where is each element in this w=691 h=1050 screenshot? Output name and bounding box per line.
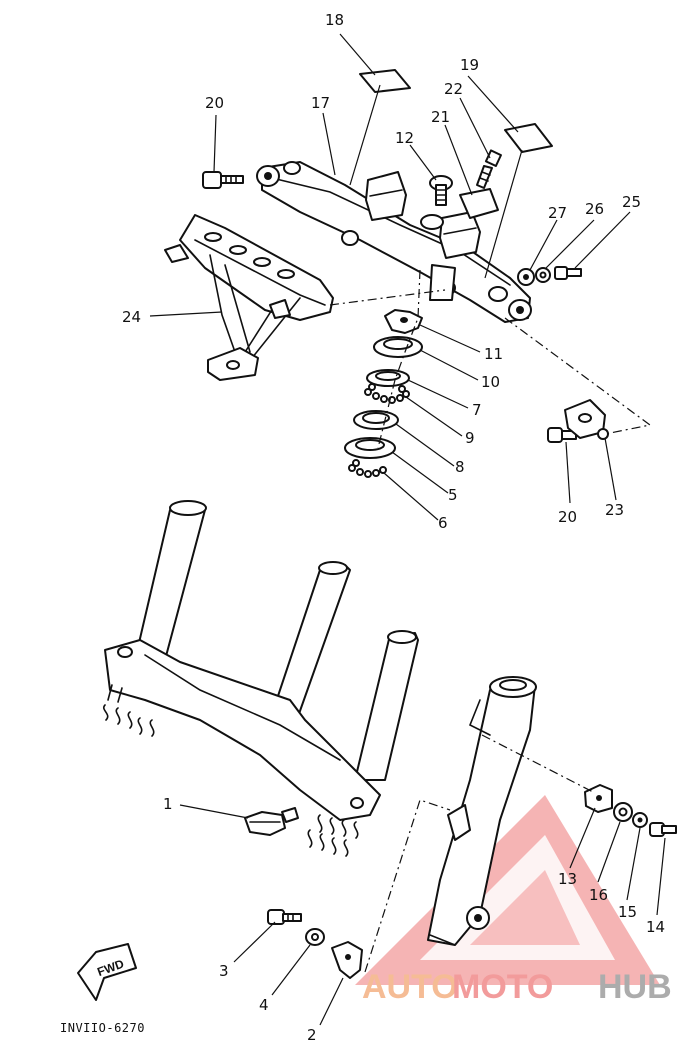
callout-11: 11 xyxy=(484,345,503,363)
washer-15 xyxy=(632,812,648,828)
callout-20-right: 20 xyxy=(558,508,577,526)
callout-6: 6 xyxy=(438,514,448,532)
callout-10: 10 xyxy=(481,373,500,391)
assembly-line-upper xyxy=(329,289,446,306)
callout-5: 5 xyxy=(448,486,458,504)
callout-25: 25 xyxy=(622,193,641,211)
callout-4: 4 xyxy=(259,996,269,1014)
handlebar-holder xyxy=(365,171,499,259)
callout-21: 21 xyxy=(431,108,450,126)
washer-26 xyxy=(535,267,551,283)
assembly-line-stem xyxy=(377,269,421,449)
fwd-arrow: FWD xyxy=(77,943,137,1001)
callout-16: 16 xyxy=(589,886,608,904)
callout-26: 26 xyxy=(585,200,604,218)
lower-frame xyxy=(103,500,419,857)
stay-23 xyxy=(564,399,609,440)
callout-7: 7 xyxy=(472,401,482,419)
ball-bearing-9 xyxy=(364,383,410,404)
clamp-1 xyxy=(244,807,299,836)
bolt-25 xyxy=(554,266,582,280)
clamp-2 xyxy=(331,941,363,979)
callout-19: 19 xyxy=(460,56,479,74)
assembly-line-fork xyxy=(481,734,596,794)
callout-22: 22 xyxy=(444,80,463,98)
assembly-line-stay xyxy=(504,317,652,435)
leader-lines xyxy=(149,33,666,1026)
callout-3: 3 xyxy=(219,962,229,980)
callout-13: 13 xyxy=(558,870,577,888)
meter-bracket-24 xyxy=(164,214,334,381)
callout-27: 27 xyxy=(548,204,567,222)
callout-14: 14 xyxy=(646,918,665,936)
watermark-text-hub: HUB xyxy=(598,968,672,1006)
ball-bearing-6 xyxy=(348,459,387,478)
race-10 xyxy=(373,336,423,358)
bolt-3 xyxy=(267,909,302,925)
bolt-22 xyxy=(476,149,502,189)
callout-17: 17 xyxy=(311,94,330,112)
callout-8: 8 xyxy=(455,458,465,476)
callout-1: 1 xyxy=(163,795,173,813)
pad-18 xyxy=(359,69,411,93)
steering-nut-11 xyxy=(384,309,423,334)
race-5 xyxy=(344,437,396,459)
bolt-14 xyxy=(649,822,677,837)
bracket-13 xyxy=(584,784,613,813)
race-7 xyxy=(366,369,410,387)
washer-4 xyxy=(305,928,325,946)
race-8 xyxy=(353,410,399,430)
washer-16 xyxy=(613,802,633,822)
watermark-text-moto: MOTO xyxy=(452,968,553,1006)
drawing-code: INVIIO-6270 xyxy=(60,1021,145,1035)
callout-12: 12 xyxy=(395,129,414,147)
watermark-triangle-core xyxy=(470,870,580,945)
watermark-text-auto: AUTO xyxy=(362,968,458,1006)
watermark-logo: AUTO MOTO HUB xyxy=(355,795,672,1006)
bolt-12 xyxy=(429,175,453,206)
front-fork xyxy=(427,676,537,946)
callout-20-top: 20 xyxy=(205,94,224,112)
callout-15: 15 xyxy=(618,903,637,921)
callout-23: 23 xyxy=(605,501,624,519)
callout-labels: 18 19 20 17 22 21 12 27 26 25 24 11 10 7… xyxy=(122,11,665,1044)
callout-9: 9 xyxy=(465,429,475,447)
nut-27 xyxy=(517,268,535,286)
callout-2: 2 xyxy=(307,1026,317,1044)
callout-18: 18 xyxy=(325,11,344,29)
assembly-line-clamp xyxy=(364,799,451,973)
bolt-20-top xyxy=(202,171,244,189)
pad-19 xyxy=(504,123,553,153)
callout-24: 24 xyxy=(122,308,141,326)
